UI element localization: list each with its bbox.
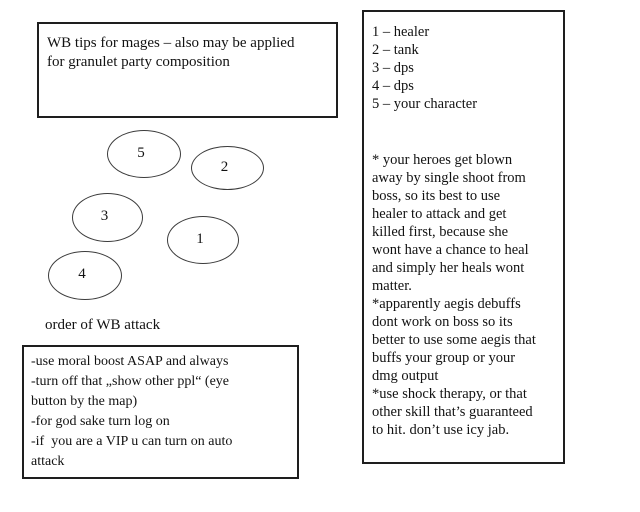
notes-text: * your heroes get blown away by single s…: [372, 152, 536, 438]
formation-ellipse-4: 4: [48, 251, 122, 300]
ellipse-1-label: 1: [196, 230, 204, 247]
ellipse-5-label: 5: [137, 144, 145, 161]
formation-ellipse-2: 2: [191, 146, 264, 190]
roster-item-1: 1 – healer: [372, 24, 430, 40]
right-panel: 1 – healer 2 – tank 3 – dps 4 – dps 5 – …: [362, 10, 565, 464]
tips-box: -use moral boost ASAP and always -turn o…: [22, 345, 299, 479]
roster-item-3: 3 – dps: [372, 60, 414, 76]
ellipse-3-label: 3: [100, 208, 109, 224]
roster-item-4: 4 – dps: [372, 78, 414, 94]
formation-ellipse-5: 5: [107, 130, 181, 178]
ellipse-4-label: 4: [78, 266, 86, 282]
ellipse-2-label: 2: [220, 158, 229, 175]
formation-caption: order of WB attack: [45, 317, 161, 333]
roster-list: 1 – healer 2 – tank 3 – dps 4 – dps 5 – …: [372, 23, 556, 113]
roster-item-5: 5 – your character: [372, 96, 478, 112]
title-text: WB tips for mages – also may be applied …: [47, 35, 295, 70]
roster-item-2: 2 – tank: [372, 42, 419, 58]
formation-ellipse-3: 3: [72, 193, 143, 242]
tips-text: -use moral boost ASAP and always -turn o…: [31, 354, 233, 469]
title-box: WB tips for mages – also may be applied …: [37, 22, 338, 118]
formation-ellipse-1: 1: [167, 216, 239, 264]
